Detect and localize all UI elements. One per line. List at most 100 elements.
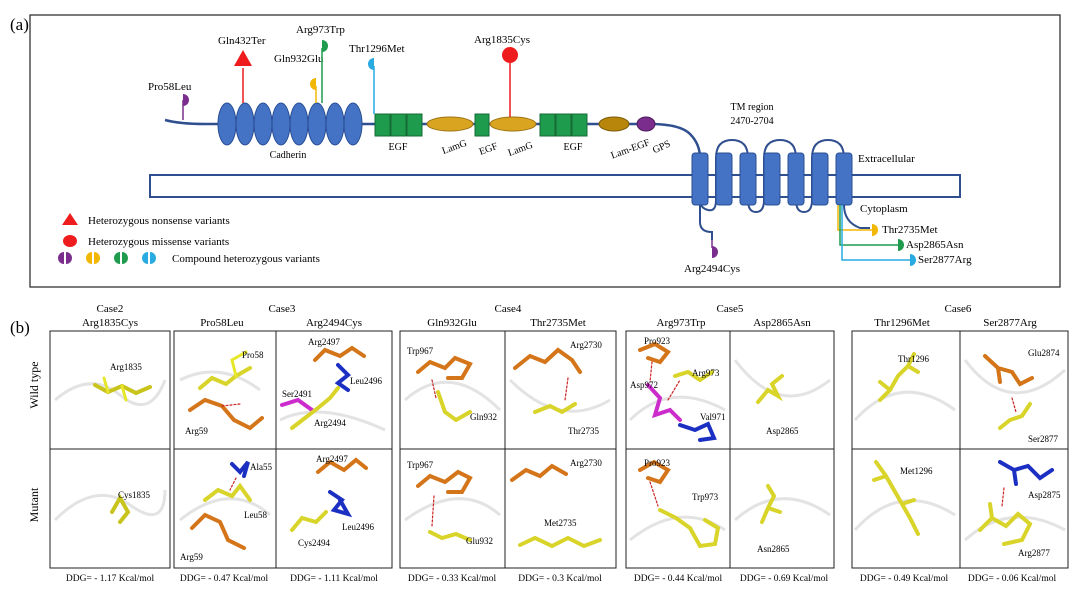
panel-a-label: (a): [10, 15, 29, 34]
extracellular-label: Extracellular: [858, 153, 915, 165]
case4-variant-1: Gln932Glu: [427, 317, 477, 329]
svg-text:Asp972: Asp972: [630, 380, 658, 390]
egf-label-3: EGF: [564, 142, 583, 153]
variant-label-ser2877arg: Ser2877Arg: [918, 254, 972, 266]
row-label-wildtype: Wild type: [27, 361, 41, 408]
case2-variant-1: Arg1835Cys: [82, 317, 138, 329]
ribbon-backdrop: [53, 359, 1067, 542]
tm-region-title: TM region: [730, 102, 773, 113]
panel-a-frame: [29, 14, 1061, 288]
case5-variant-1: Arg973Trp: [657, 317, 706, 329]
struct-case5-v1-mut: Pro923 Trp973: [638, 458, 721, 549]
legend-compound-icons: [58, 252, 156, 264]
svg-text:Arg59: Arg59: [185, 426, 208, 436]
svg-text:Val971: Val971: [700, 412, 726, 422]
variant-label-thr2735met: Thr2735Met: [882, 224, 938, 236]
svg-text:Asp2865: Asp2865: [766, 426, 799, 436]
row-label-mutant: Mutant: [27, 487, 41, 522]
variant-gln932glu: Gln932Glu: [274, 53, 324, 103]
struct-case3-v2-wt: Arg2497 Ser2491 Leu2496 Arg2494: [280, 337, 382, 430]
tm-region-range: 2470-2704: [730, 116, 773, 127]
svg-text:Trp967: Trp967: [407, 346, 434, 356]
svg-text:Met2735: Met2735: [544, 518, 577, 528]
svg-text:Thr2735: Thr2735: [568, 426, 599, 436]
case-title-case4: Case4: [495, 303, 522, 315]
struct-case3-v1-mut: Ala55 Leu58 Arg59: [180, 460, 272, 562]
cadherin-domain: [217, 102, 363, 146]
ddg-case4-v2: DDG= - 0.3 Kcal/mol: [518, 574, 602, 584]
lamg-label-2: LamG: [507, 140, 535, 159]
gps-label: GPS: [651, 138, 672, 156]
ddg-case5-v1: DDG= - 0.44 Kcal/mol: [634, 574, 723, 584]
legend-triangle-icon: [62, 213, 78, 225]
struct-case6-v2-wt: Glu2874 Ser2877: [983, 348, 1060, 444]
protein-backbone: [164, 118, 702, 159]
variant-arg973trp: Arg973Trp: [296, 24, 345, 103]
svg-text:Leu2496: Leu2496: [342, 522, 374, 532]
case6-variant-2: Ser2877Arg: [983, 317, 1037, 329]
lamg-label-1: LamG: [441, 138, 469, 157]
egf-domain-1: [374, 113, 423, 137]
svg-text:Asn2865: Asn2865: [757, 544, 790, 554]
svg-text:Arg973: Arg973: [692, 368, 720, 378]
transmembrane-helices: [691, 138, 870, 240]
variant-label-gln432ter: Gln432Ter: [218, 35, 266, 47]
case4-variant-2: Thr2735Met: [530, 317, 586, 329]
variant-label-pro58leu: Pro58Leu: [148, 81, 192, 93]
svg-text:Pro923: Pro923: [644, 458, 671, 468]
struct-case5-v2-mut: Asn2865: [757, 484, 790, 554]
struct-case5-v2-wt: Asp2865: [756, 374, 799, 436]
svg-text:Ser2877: Ser2877: [1028, 434, 1058, 444]
svg-text:Trp973: Trp973: [692, 492, 719, 502]
variant-gln432ter: Gln432Ter: [218, 35, 266, 103]
variant-label-arg2494cys: Arg2494Cys: [684, 263, 740, 275]
svg-text:Ala55: Ala55: [250, 462, 272, 472]
svg-text:Glu932: Glu932: [466, 536, 493, 546]
case-title-case2: Case2: [97, 303, 124, 315]
struct-case6-v1-wt: Thr1296: [878, 352, 929, 402]
struct-case4-v1-mut: Trp967 Glu932: [407, 460, 493, 546]
ddg-case6-v2: DDG= - 0.06 Kcal/mol: [968, 574, 1057, 584]
svg-text:Glu2874: Glu2874: [1028, 348, 1060, 358]
variant-label-thr1296met: Thr1296Met: [349, 43, 405, 55]
legend-missense-label: Heterozygous missense variants: [88, 236, 229, 248]
svg-text:Cys2494: Cys2494: [298, 538, 331, 548]
struct-case2-wt: Arg1835: [93, 362, 152, 402]
struct-case4-v1-wt: Trp967 Gln932: [407, 346, 497, 423]
lamg-domain-1: [426, 116, 474, 132]
svg-text:Leu58: Leu58: [244, 510, 267, 520]
struct-case6-v1-mut: Met1296: [872, 460, 933, 536]
svg-text:Arg2494: Arg2494: [314, 418, 346, 428]
case3-variant-2: Arg2494Cys: [306, 317, 362, 329]
svg-text:Asp2875: Asp2875: [1028, 490, 1061, 500]
case5-variant-2: Asp2865Asn: [753, 317, 811, 329]
case-title-case5: Case5: [717, 303, 744, 315]
struct-case5-v1-wt: Pro923 Arg973 Asp972 Val971: [630, 336, 726, 442]
case6-variant-1: Thr1296Met: [874, 317, 930, 329]
struct-case6-v2-mut: Asp2875 Arg2877: [978, 460, 1061, 558]
case3-variant-1: Pro58Leu: [200, 317, 244, 329]
variant-pro58leu: Pro58Leu: [148, 81, 192, 120]
cadherin-label: Cadherin: [270, 150, 307, 161]
cell-membrane: [149, 174, 961, 198]
variant-label-gln932glu: Gln932Glu: [274, 53, 324, 65]
structure-frames: [49, 330, 1069, 569]
ddg-case6-v1: DDG= - 0.49 Kcal/mol: [860, 574, 949, 584]
svg-text:Arg59: Arg59: [180, 552, 203, 562]
svg-text:Arg2877: Arg2877: [1018, 548, 1050, 558]
ddg-case3-v1: DDG= - 0.47 Kcal/mol: [180, 574, 269, 584]
lam-egf-domain: [598, 116, 630, 132]
svg-text:Gln932: Gln932: [470, 412, 497, 422]
svg-text:Leu2496: Leu2496: [350, 376, 382, 386]
ddg-case5-v2: DDG= - 0.69 Kcal/mol: [740, 574, 829, 584]
struct-case4-v2-wt: Arg2730 Thr2735: [513, 340, 602, 436]
svg-text:Ser2491: Ser2491: [282, 389, 312, 399]
variant-asp2865asn: Asp2865Asn: [839, 205, 964, 251]
gps-domain: [636, 116, 656, 132]
svg-text:Cys1835: Cys1835: [118, 490, 151, 500]
svg-text:Arg2730: Arg2730: [570, 458, 602, 468]
variant-arg1835cys: Arg1835Cys: [474, 34, 530, 117]
variant-thr1296met: Thr1296Met: [349, 43, 405, 114]
cytoplasm-label: Cytoplasm: [860, 203, 908, 215]
